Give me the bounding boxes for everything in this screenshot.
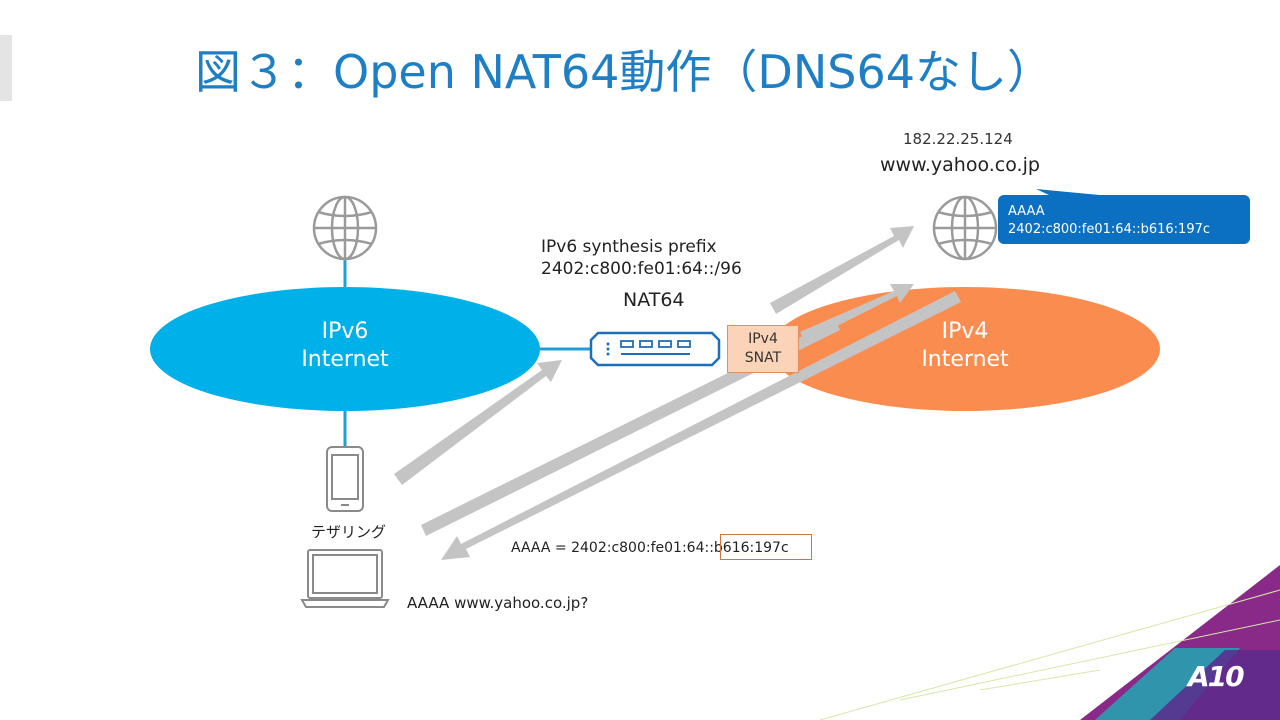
- a10-logo: A10: [1188, 660, 1245, 693]
- server-hostname: www.yahoo.co.jp: [880, 154, 1040, 176]
- nat64-label: NAT64: [623, 289, 685, 311]
- ipv6-cloud-line2: Internet: [301, 347, 389, 372]
- prefix-title: IPv6 synthesis prefix: [541, 237, 717, 257]
- aaaa-callout: AAAA 2402:c800:fe01:64::b616:197c: [998, 195, 1250, 244]
- tethering-label: テザリング: [311, 523, 387, 541]
- snat-line2: SNAT: [744, 350, 782, 366]
- corner-decoration: [819, 565, 1280, 720]
- arrow-query-up: [421, 320, 840, 536]
- ipv6-internet-cloud: [150, 287, 540, 411]
- ipv4-cloud-line2: Internet: [921, 347, 1009, 372]
- arrow-nat-to-server: [770, 226, 914, 314]
- laptop-icon: [300, 549, 390, 608]
- ipv4-cloud-line1: IPv4: [941, 319, 989, 344]
- server-globe-icon: [932, 195, 998, 261]
- left-edge-tab: [0, 35, 12, 101]
- smartphone-icon: [326, 446, 364, 512]
- ipv6-cloud-line1: IPv6: [321, 319, 369, 344]
- ipv6-cloud-label: IPv6 Internet: [290, 318, 400, 374]
- ipv6-globe-icon: [312, 195, 378, 261]
- callout-address: 2402:c800:fe01:64::b616:197c: [1008, 222, 1211, 237]
- answer-suffix-highlight: [720, 534, 812, 560]
- aaaa-answer-text: AAAA = 2402:c800:fe01:64::b616:197c: [511, 540, 789, 556]
- ipv4-cloud-label: IPv4 Internet: [910, 318, 1020, 374]
- arrow-response-down: [441, 291, 961, 560]
- aaaa-query-text: AAAA www.yahoo.co.jp?: [407, 594, 589, 612]
- snat-line1: IPv4: [748, 331, 778, 347]
- ipv4-snat-box: IPv4 SNAT: [727, 325, 799, 373]
- prefix-value: 2402:c800:fe01:64::/96: [541, 259, 742, 279]
- callout-type: AAAA: [1008, 204, 1045, 219]
- flow-arrows: [394, 226, 961, 560]
- ipv4-internet-cloud: [770, 287, 1160, 411]
- nat64-device-icon: [589, 331, 721, 367]
- arrow-client-to-nat: [394, 360, 562, 485]
- slide-title: 図３：Open NAT64動作（DNS64なし）: [195, 45, 1053, 99]
- server-ip-address: 182.22.25.124: [903, 130, 1013, 148]
